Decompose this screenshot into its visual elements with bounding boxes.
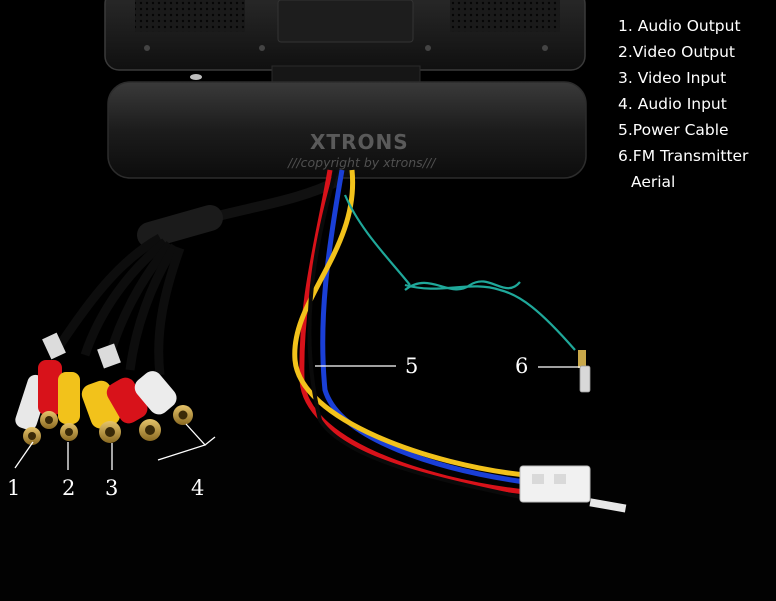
legend-item-4: 4. Audio Input: [618, 95, 727, 113]
rca-plug-audio-in-white: [134, 371, 193, 425]
legend-item-5: 5.Power Cable: [618, 121, 729, 139]
callout-number-6: 6: [515, 354, 529, 378]
legend-item-1: 1. Audio Output: [618, 17, 741, 35]
fm-aerial-terminal: [578, 350, 591, 393]
callout-lines: [14, 365, 580, 470]
legend-item-6: 6.FM Transmitter: [618, 147, 749, 165]
rca-plug-audio-out-red: [38, 360, 62, 429]
callout-number-1: 1: [7, 476, 21, 500]
legend-item-3: 3. Video Input: [618, 69, 727, 87]
callout-number-4: 4: [191, 476, 205, 500]
device-base: [107, 74, 587, 179]
brand-logo-text: XTRONS: [310, 130, 409, 154]
fm-aerial-wire: [343, 194, 576, 351]
legend-item-6-cont: Aerial: [631, 173, 676, 191]
power-connector: [519, 465, 627, 513]
callout-number-5: 5: [405, 354, 419, 378]
callout-number-3: 3: [105, 476, 119, 500]
callout-number-2: 2: [62, 476, 76, 500]
copyright-watermark: ///copyright by xtrons///: [288, 155, 436, 170]
legend-item-2: 2.Video Output: [618, 43, 735, 61]
rca-plug-video-out-yellow: [58, 372, 80, 441]
legend-list: 1. Audio Output 2.Video Output 3. Video …: [618, 13, 748, 195]
power-cable-wires: [292, 169, 526, 500]
rca-bundle: [15, 175, 343, 445]
